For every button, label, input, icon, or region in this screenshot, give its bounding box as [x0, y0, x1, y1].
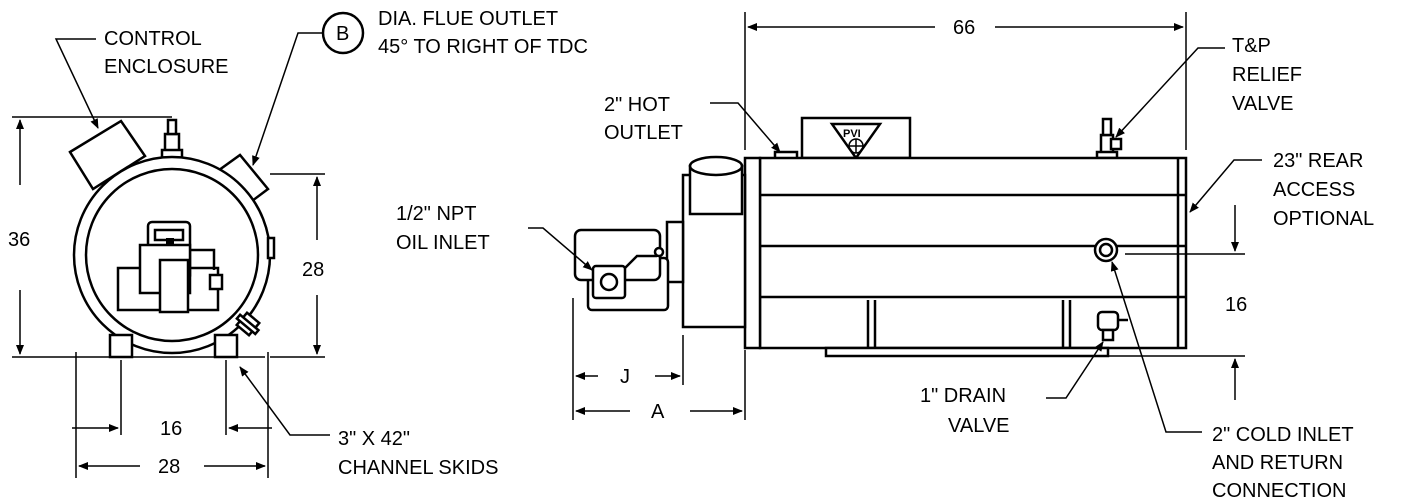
- side-burner: [573, 220, 685, 312]
- tp-relief-label-3: VALVE: [1232, 93, 1294, 115]
- front-side-nozzle: [266, 236, 276, 260]
- front-view: 36 28 16 28 CONTROL ENCLOSURE B DIA. FLU…: [8, 8, 588, 479]
- control-enclosure-label-1: CONTROL: [104, 28, 202, 50]
- tp-relief-label-1: T&P: [1232, 35, 1271, 57]
- side-view: 66 PVI: [396, 12, 1374, 502]
- dim-j-label: J: [620, 366, 630, 388]
- channel-skids-label-2: CHANNEL SKIDS: [338, 457, 498, 479]
- dim-a-label: A: [651, 401, 665, 423]
- skid-spacing-label: 16: [160, 418, 182, 440]
- height-overall-label: 36: [8, 229, 30, 251]
- front-shell-inner: [84, 167, 260, 343]
- flue-pipe-top: [688, 155, 744, 177]
- front-drain-valve: [234, 310, 262, 338]
- rear-access-label-1: 23" REAR: [1273, 150, 1363, 172]
- rear-access-label-3: OPTIONAL: [1273, 208, 1374, 230]
- cold-inlet-label-1: 2" COLD INLET: [1212, 424, 1354, 446]
- control-enclosure-label-2: ENCLOSURE: [104, 56, 228, 78]
- control-enclosure-box: [68, 119, 147, 191]
- cold-inlet-label-3: CONNECTION: [1212, 480, 1346, 502]
- flue-outlet-label-1: DIA. FLUE OUTLET: [378, 8, 558, 30]
- oil-inlet-label-2: OIL INLET: [396, 232, 490, 254]
- hot-outlet-label-2: OUTLET: [604, 122, 683, 144]
- pvi-logo: PVI: [829, 122, 883, 161]
- flue-outlet-label-2: 45° TO RIGHT OF TDC: [378, 36, 588, 58]
- inlet-height-label: 16: [1225, 294, 1247, 316]
- front-skid-right: [213, 333, 239, 359]
- front-burner: [116, 220, 224, 314]
- drain-valve-label-1: 1" DRAIN: [920, 385, 1006, 407]
- cold-inlet-label-2: AND RETURN: [1212, 452, 1343, 474]
- drain-valve: [1096, 310, 1128, 342]
- overall-width-label: 28: [158, 456, 180, 478]
- cold-inlet-port: [1093, 237, 1119, 263]
- tp-relief-valve: [1095, 117, 1123, 160]
- hot-outlet-label-1: 2" HOT: [604, 94, 670, 116]
- flue-outlet-marker: B: [336, 23, 349, 45]
- tp-relief-label-2: RELIEF: [1232, 64, 1302, 86]
- front-skid-left: [108, 333, 134, 359]
- front-relief-valve: [160, 118, 184, 160]
- rear-access-label-2: ACCESS: [1273, 179, 1355, 201]
- oil-inlet-label-1: 1/2" NPT: [396, 203, 476, 225]
- svg-text:PVI: PVI: [843, 128, 861, 140]
- height-body-label: 28: [302, 259, 324, 281]
- channel-skids-label-1: 3" X 42": [338, 428, 410, 450]
- overall-length-label: 66: [953, 17, 975, 39]
- side-skid: [824, 346, 1110, 358]
- drain-valve-label-2: VALVE: [948, 415, 1010, 437]
- front-flange: [743, 156, 762, 350]
